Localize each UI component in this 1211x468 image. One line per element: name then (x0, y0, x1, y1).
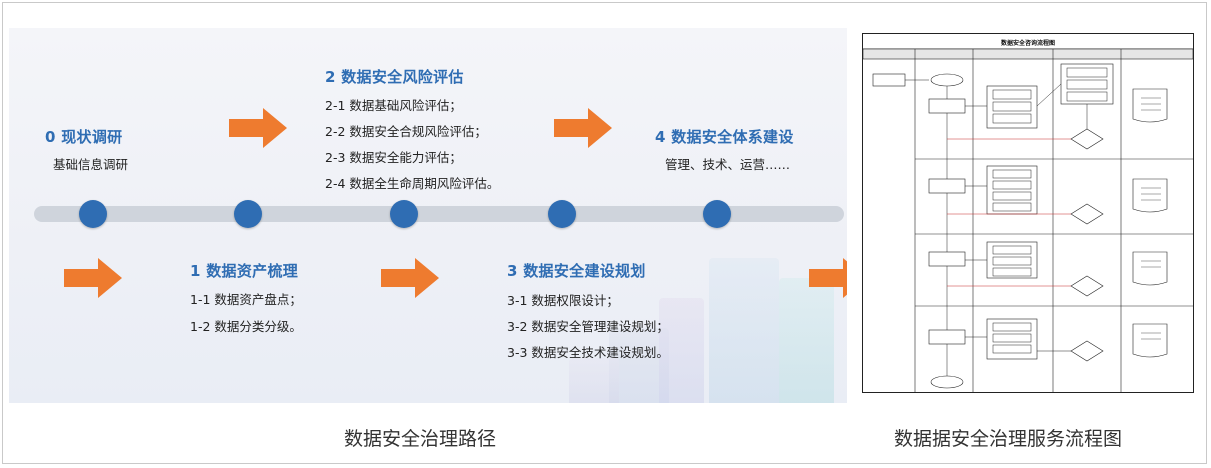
stage-2-item: 2-4 数据全生命周期风险评估。 (325, 176, 500, 191)
orange-arrow-icon (554, 108, 612, 148)
stage-2-item: 2-3 数据安全能力评估； (325, 150, 462, 165)
flowchart-panel: 数据安全咨询流程图 (862, 33, 1194, 393)
background-decoration (659, 298, 704, 403)
flowchart-graphic: 数据安全咨询流程图 (863, 39, 1193, 392)
orange-arrow-icon (64, 258, 122, 298)
flowchart-title: 数据安全咨询流程图 (1001, 39, 1055, 47)
timeline-node (548, 200, 576, 228)
stage-3-item: 3-3 数据安全技术建设规划。 (507, 345, 669, 360)
stage-4-title: 4 数据安全体系建设 (655, 128, 794, 146)
timeline-node (234, 200, 262, 228)
stage-3-item: 3-2 数据安全管理建设规划； (507, 319, 669, 334)
orange-arrow-icon (381, 258, 439, 298)
timeline-node (79, 200, 107, 228)
stage-0-title: 0 现状调研 (45, 128, 123, 146)
orange-arrow-icon (229, 108, 287, 148)
background-decoration (779, 278, 834, 403)
stage-0-item: 基础信息调研 (53, 157, 129, 172)
background-decoration (569, 358, 619, 403)
stage-1-item: 1-1 数据资产盘点； (190, 292, 302, 307)
stage-2-item: 2-2 数据安全合规风险评估； (325, 124, 487, 139)
roadmap-panel: 0 现状调研 基础信息调研 1 数据资产梳理 1-1 数据资产盘点； 1-2 数… (9, 28, 847, 403)
stage-3-item: 3-1 数据权限设计； (507, 293, 619, 308)
flowchart-caption: 数据据安全治理服务流程图 (894, 428, 1123, 450)
stage-4-item: 管理、技术、运营…… (665, 157, 791, 172)
orange-arrow-icon (809, 258, 847, 298)
stage-3-title: 3 数据安全建设规划 (507, 262, 646, 280)
background-decoration (709, 258, 779, 403)
stage-1-item: 1-2 数据分类分级。 (190, 319, 302, 334)
timeline-node (390, 200, 418, 228)
stage-2-title: 2 数据安全风险评估 (325, 68, 464, 86)
stage-1-title: 1 数据资产梳理 (190, 262, 299, 280)
timeline-node (703, 200, 731, 228)
stage-2-item: 2-1 数据基础风险评估； (325, 98, 462, 113)
roadmap-caption: 数据安全治理路径 (344, 428, 497, 450)
